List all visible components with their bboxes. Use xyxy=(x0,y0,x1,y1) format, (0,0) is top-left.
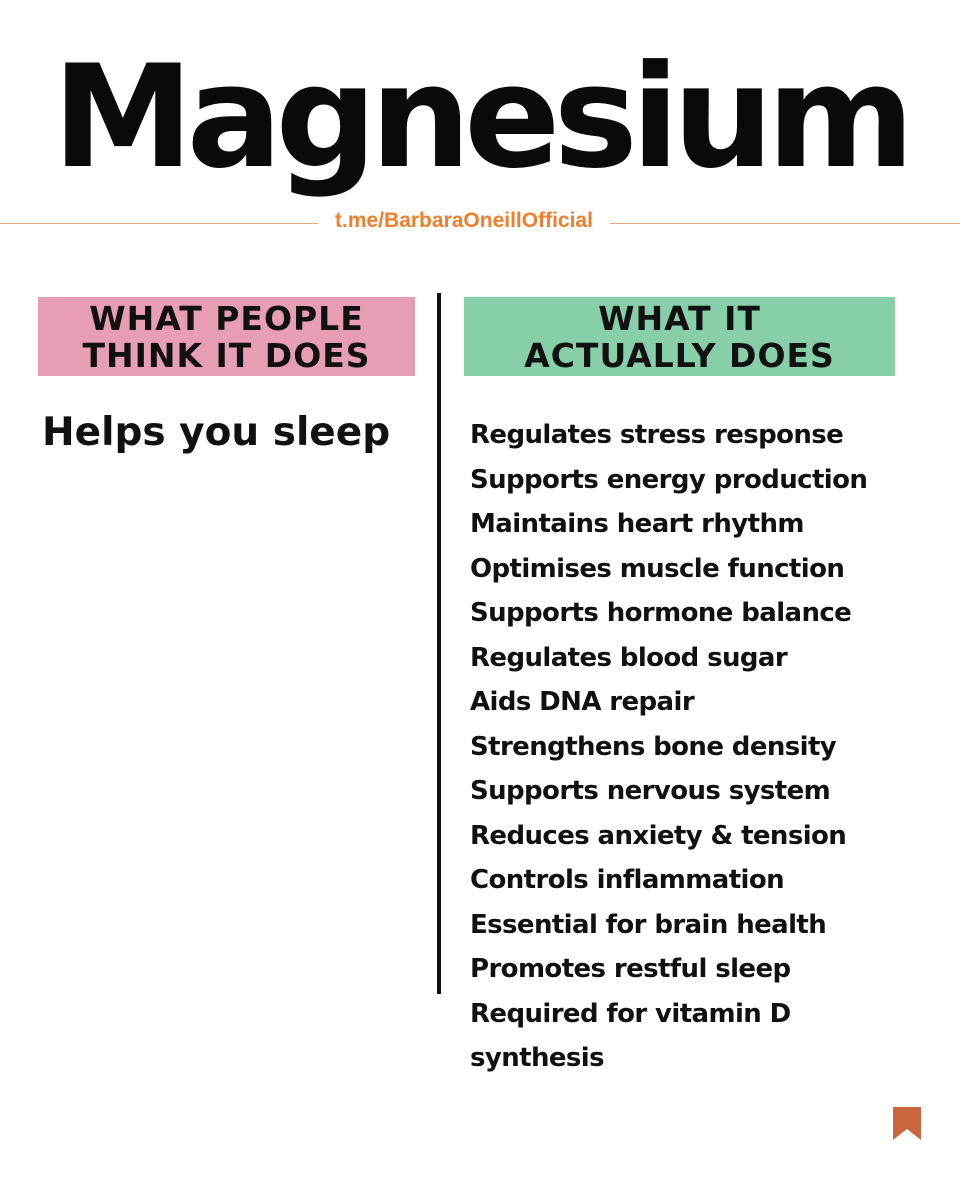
divider-line-left xyxy=(0,223,318,224)
benefit-item: Maintains heart rhythm xyxy=(470,509,804,539)
benefit-item: Supports nervous system xyxy=(470,776,831,806)
benefit-item: synthesis xyxy=(470,1043,605,1073)
benefit-item: Essential for brain health xyxy=(470,909,827,940)
benefit-item: Required for vitamin D xyxy=(470,998,791,1029)
benefit-item: Promotes restful sleep xyxy=(470,954,791,984)
header-what-people-think: WHAT PEOPLE THINK IT DOES xyxy=(38,297,415,376)
benefit-item: Strengthens bone density xyxy=(470,731,837,762)
people-think-text: Helps you sleep xyxy=(42,410,391,455)
benefit-item: Supports hormone balance xyxy=(470,598,852,628)
benefit-item: Supports energy production xyxy=(470,464,868,495)
bookmark-icon[interactable] xyxy=(893,1107,921,1140)
telegram-link[interactable]: t.me/BarbaraOneillOfficial xyxy=(335,209,593,232)
benefit-item: Aids DNA repair xyxy=(470,687,695,717)
divider-line-right xyxy=(610,223,960,224)
benefit-item: Regulates blood sugar xyxy=(470,642,788,673)
column-divider xyxy=(437,293,441,994)
header-what-it-actually-does: WHAT IT ACTUALLY DOES xyxy=(464,297,895,376)
benefit-item: Optimises muscle function xyxy=(470,553,845,584)
benefit-item: Regulates stress response xyxy=(470,420,844,450)
page-title: Magnesium xyxy=(52,35,914,200)
benefit-item: Reduces anxiety & tension xyxy=(470,820,847,851)
benefit-item: Controls inflammation xyxy=(470,865,785,895)
